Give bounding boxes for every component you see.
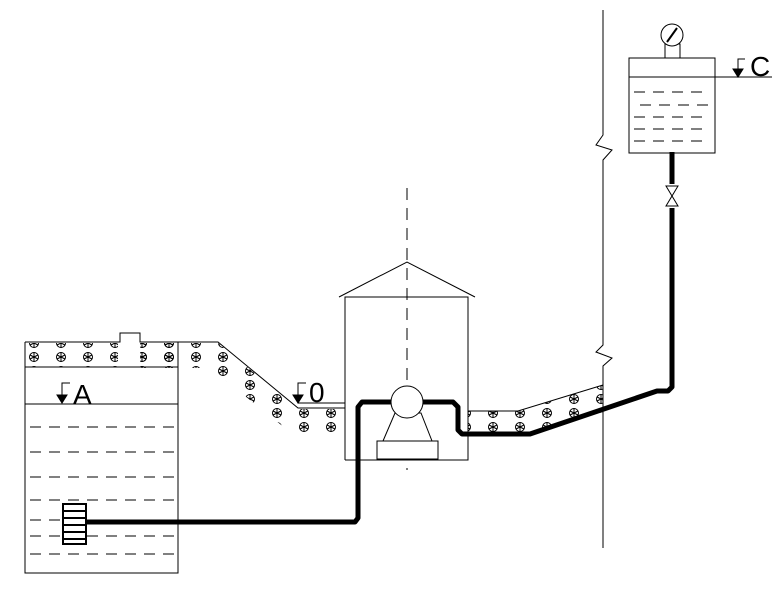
lower-reservoir (24, 332, 179, 574)
delivery-soil (468, 385, 603, 433)
centrifugal-pump (376, 385, 439, 460)
pump-house (338, 188, 476, 470)
upper-tank-water-dashes (634, 91, 710, 142)
gate-valve-icon (665, 185, 679, 207)
level-triangle-icon (56, 382, 70, 404)
building-wall (595, 10, 613, 548)
embankment-soil (140, 343, 345, 432)
embankment-outline (140, 341, 345, 409)
level-c-label: C (750, 51, 770, 82)
level-a-label: A (73, 379, 92, 410)
level-triangle-icon (292, 382, 345, 404)
delivery-pipe (421, 152, 675, 437)
reservoir-water-dashes (30, 426, 178, 555)
suction-strainer-icon (62, 503, 87, 545)
level-zero-label: 0 (309, 377, 325, 408)
level-triangle-icon (732, 58, 745, 78)
pressure-gauge-icon (660, 23, 684, 59)
suction-pipe (86, 399, 393, 525)
delivery-soil-outline (468, 384, 604, 412)
